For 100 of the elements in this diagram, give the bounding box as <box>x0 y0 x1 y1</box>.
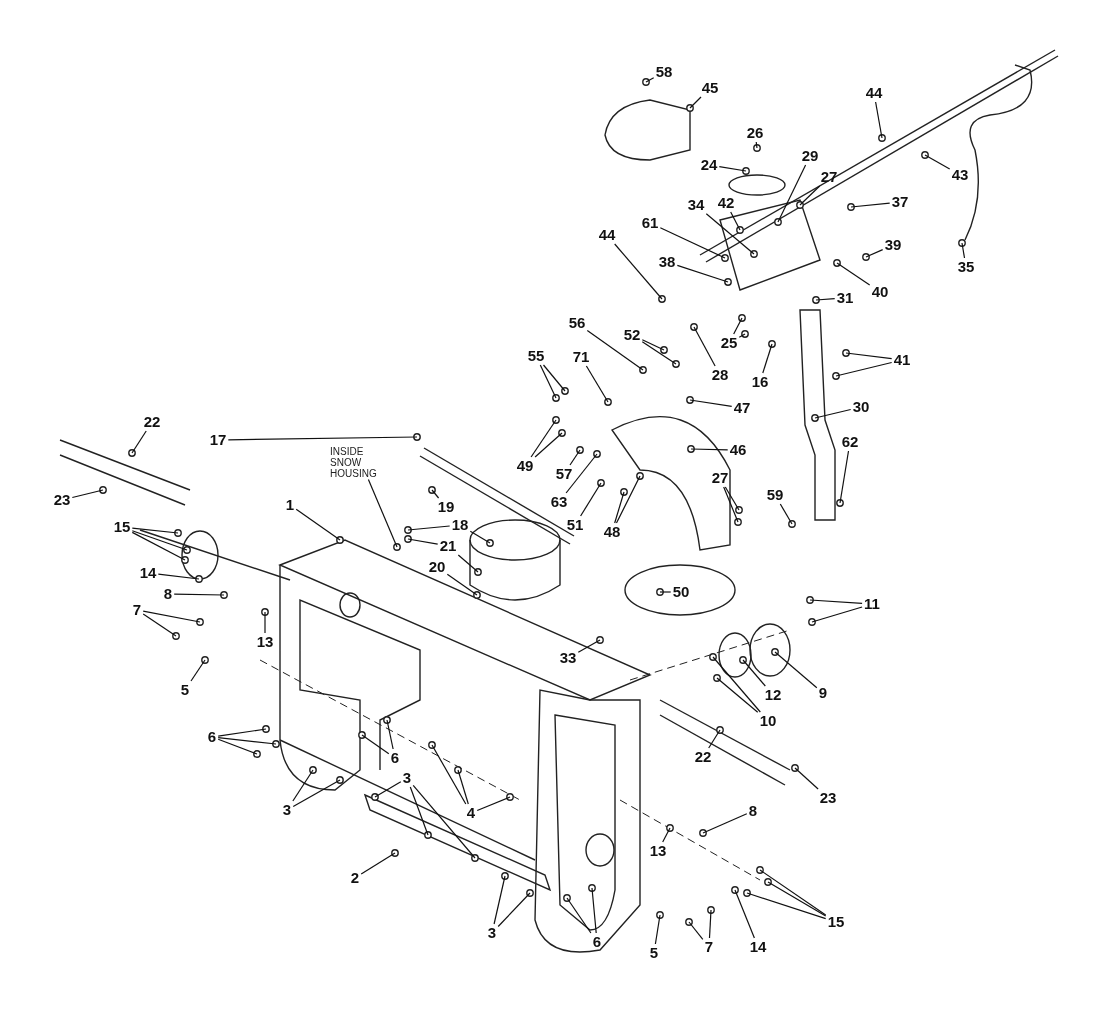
leader-line <box>690 448 729 451</box>
callout-number: 27 <box>711 470 729 486</box>
leader-line <box>217 737 277 745</box>
leader-line <box>615 475 641 524</box>
callout-number: 71 <box>572 349 590 365</box>
leader-line <box>431 744 467 805</box>
callout-number: 40 <box>871 284 889 300</box>
callout-number: 9 <box>818 685 828 701</box>
leader-line <box>292 779 341 808</box>
callout-number: 14 <box>139 565 157 581</box>
leader-line <box>614 491 625 524</box>
callout-number: 44 <box>865 85 883 101</box>
callout-number: 37 <box>891 194 909 210</box>
leader-line <box>374 781 402 798</box>
callout-number: 13 <box>649 843 667 859</box>
callout-number: 42 <box>717 195 735 211</box>
leader-line <box>173 593 225 596</box>
callout-number: 22 <box>694 749 712 765</box>
callout-number: 5 <box>649 945 659 961</box>
callout-number: 50 <box>672 584 690 600</box>
leader-line <box>809 599 863 604</box>
callout-number: 46 <box>729 442 747 458</box>
note-text: INSIDE SNOW HOUSING <box>330 445 392 479</box>
callout-number: 35 <box>957 259 975 275</box>
leader-line <box>407 525 451 531</box>
leader-line <box>794 767 819 790</box>
callout-number: 57 <box>555 466 573 482</box>
callout-number: 44 <box>598 227 616 243</box>
callout-number: 43 <box>951 167 969 183</box>
leader-line <box>659 591 672 593</box>
leader-line <box>742 659 766 687</box>
leader-line <box>386 719 394 750</box>
leader-line <box>693 326 716 367</box>
leader-line <box>705 213 755 255</box>
leader-line <box>777 164 807 223</box>
callout-number: 13 <box>256 634 274 650</box>
leader-line <box>493 875 506 925</box>
leader-line <box>799 185 821 206</box>
leader-line <box>718 166 747 172</box>
leader-line <box>530 419 557 458</box>
leader-line <box>688 921 704 940</box>
leader-line <box>542 364 566 392</box>
callout-number: 20 <box>428 559 446 575</box>
leader-line <box>755 141 758 149</box>
callout-number: 6 <box>390 750 400 766</box>
leader-line <box>407 538 439 545</box>
leader-line <box>733 317 743 335</box>
callout-number: 5 <box>180 682 190 698</box>
callout-number: 51 <box>566 517 584 533</box>
callout-number: 15 <box>113 519 131 535</box>
callout-number: 47 <box>733 400 751 416</box>
callout-number: 61 <box>641 215 659 231</box>
leader-line <box>295 508 341 541</box>
leader-line <box>738 333 746 338</box>
leader-line <box>360 852 396 875</box>
callout-number: 23 <box>53 492 71 508</box>
callout-number: 6 <box>592 934 602 950</box>
callout-number: 27 <box>820 169 838 185</box>
callout-number: 22 <box>143 414 161 430</box>
leader-line <box>131 531 186 561</box>
leader-line <box>131 527 179 534</box>
leader-line <box>924 154 951 170</box>
leader-line <box>534 432 563 458</box>
leader-line <box>412 784 476 859</box>
leader-line <box>431 489 440 499</box>
leader-line <box>591 887 597 934</box>
leader-line <box>131 430 147 454</box>
leader-line <box>716 677 759 713</box>
leader-line <box>586 329 644 371</box>
callout-number: 17 <box>209 432 227 448</box>
callout-number: 31 <box>836 290 854 306</box>
callout-number: 19 <box>437 499 455 515</box>
callout-number: 3 <box>402 770 412 786</box>
leader-line <box>689 399 733 407</box>
leader-line <box>131 530 188 551</box>
leader-line <box>875 101 883 139</box>
leader-line <box>446 573 478 596</box>
callout-number: 8 <box>163 586 173 602</box>
leader-line <box>457 554 479 573</box>
leader-line <box>767 881 827 917</box>
callout-number: 11 <box>864 596 880 612</box>
callout-number: 15 <box>827 914 845 930</box>
leader-line <box>815 298 836 301</box>
leader-line <box>779 503 793 525</box>
leader-line <box>217 738 258 755</box>
callout-number: 25 <box>720 335 738 351</box>
leader-line <box>614 243 663 300</box>
leader-line <box>865 249 884 258</box>
leader-line <box>734 889 755 939</box>
leader-line <box>811 606 863 623</box>
callout-number: 38 <box>658 254 676 270</box>
leader-line <box>190 659 206 682</box>
callout-number: 45 <box>701 80 719 96</box>
callout-number: 33 <box>559 650 577 666</box>
leader-line <box>577 639 601 653</box>
callout-number: 7 <box>132 602 142 618</box>
callout-number: 48 <box>603 524 621 540</box>
callout-number: 28 <box>711 367 729 383</box>
leader-line <box>662 827 671 843</box>
callout-number: 39 <box>884 237 902 253</box>
